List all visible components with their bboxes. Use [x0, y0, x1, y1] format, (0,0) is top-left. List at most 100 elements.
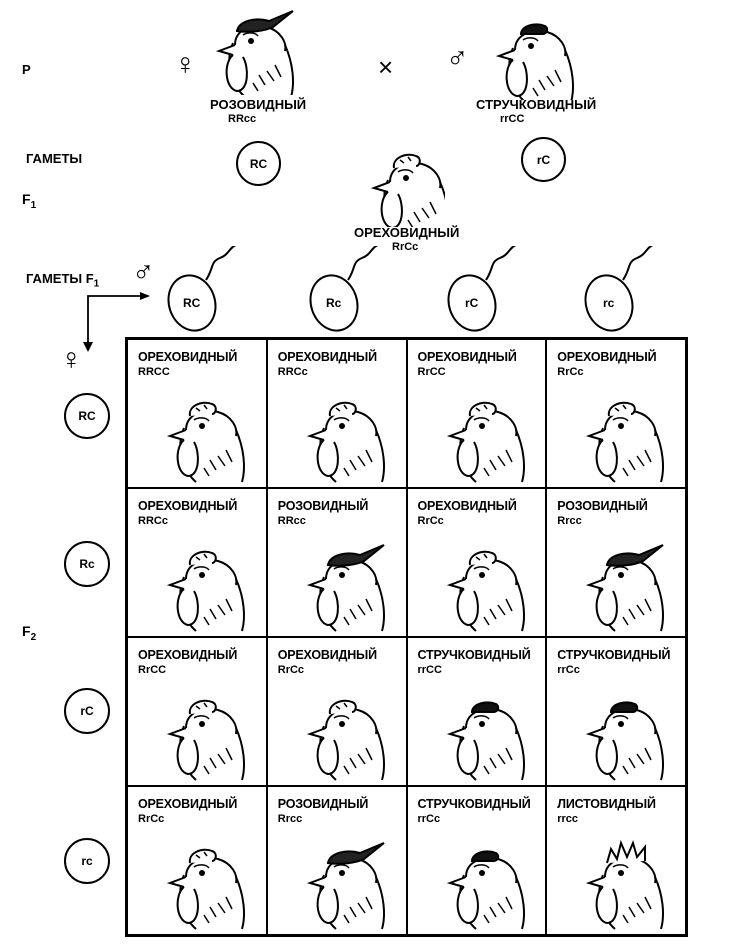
beak	[586, 876, 606, 888]
neck-feathers	[622, 449, 652, 477]
cell-phenotype: ЛИСТОВИДНЫЙ	[557, 797, 656, 811]
head-outline	[185, 707, 238, 735]
wattle	[176, 737, 199, 776]
wattle	[595, 439, 619, 478]
wattle	[456, 886, 479, 925]
comb-texture	[195, 702, 208, 710]
gamete-label: rC	[80, 704, 94, 718]
sperm-label: Rc	[326, 296, 342, 310]
beak	[306, 876, 327, 888]
neck-feathers	[343, 747, 373, 775]
eye	[478, 721, 485, 727]
walnut-comb-chicken-head	[306, 699, 385, 781]
neck-feathers	[482, 896, 513, 924]
eye	[478, 423, 485, 429]
head-outline	[185, 409, 238, 437]
cell-phenotype: РОЗОВИДНЫЙ	[277, 797, 369, 811]
comb-texture	[195, 404, 208, 412]
f1-sperm-3: rC	[440, 246, 548, 338]
eye	[338, 721, 345, 727]
rose-comb-chicken-head	[586, 544, 665, 632]
wattle	[316, 737, 339, 776]
sperm-label: RC	[183, 296, 201, 310]
wattle	[176, 588, 199, 627]
walnut-comb	[188, 848, 217, 864]
wattle	[225, 54, 248, 93]
walnut-comb-chicken-head	[586, 401, 665, 483]
row-label-f2: F2	[22, 623, 37, 643]
comb-texture	[195, 553, 208, 561]
f1-sperm-1: RC	[160, 246, 268, 338]
female-gamete-2: Rc	[64, 541, 110, 587]
eye	[618, 870, 625, 876]
walnut-comb	[328, 401, 357, 417]
head-outline	[464, 558, 517, 586]
parent-rose-hen-head	[215, 10, 294, 95]
eye	[618, 572, 625, 578]
cell-phenotype: ОРЕХОВИДНЫЙ	[138, 499, 238, 513]
beak	[586, 578, 606, 590]
parent-female-phenotype: РОЗОВИДНЫЙ	[210, 97, 307, 112]
brow	[242, 32, 259, 37]
punnett-cell: СТРУЧКОВИДНЫЙ rrCc	[546, 637, 686, 786]
rose-comb-chicken-head	[306, 544, 385, 632]
neck-feathers	[532, 69, 562, 97]
gamete-label: RC	[249, 156, 268, 171]
beak	[306, 727, 327, 739]
brow	[473, 417, 490, 422]
neck-feathers	[203, 449, 233, 477]
sperm-label: rc	[603, 296, 615, 310]
comb-texture	[399, 156, 412, 164]
wattle	[505, 59, 528, 98]
neck-feathers	[252, 64, 282, 92]
sperm-label: rC	[465, 296, 479, 310]
rose-comb-chicken-head	[306, 842, 385, 930]
beak	[446, 876, 466, 888]
beak	[166, 578, 187, 590]
cell-genotype: rrCC	[417, 664, 442, 676]
cell-phenotype: ОРЕХОВИДНЫЙ	[138, 797, 238, 811]
cell-genotype: Rrcc	[557, 515, 582, 527]
pea-comb-chicken-head	[446, 701, 525, 781]
brow	[473, 715, 490, 720]
cell-genotype: RRCC	[138, 366, 170, 378]
walnut-comb-chicken-head	[166, 699, 245, 781]
walnut-comb	[188, 550, 217, 566]
cell-phenotype: ОРЕХОВИДНЫЙ	[277, 648, 377, 662]
wattle	[316, 439, 339, 478]
walnut-comb	[468, 401, 497, 417]
cell-genotype: rrCc	[557, 664, 580, 676]
neck-feathers	[203, 598, 233, 626]
rose-comb	[606, 544, 664, 567]
comb-texture	[475, 404, 488, 412]
walnut-comb	[188, 401, 217, 417]
brow	[473, 864, 490, 869]
f1-sperm-2: Rc	[302, 246, 410, 338]
neck-feathers	[482, 598, 513, 626]
beak	[586, 727, 606, 739]
cell-phenotype: СТРУЧКОВИДНЫЙ	[557, 648, 671, 662]
beak	[586, 429, 606, 441]
wattle	[176, 886, 199, 925]
parent-gamete-male: rC	[521, 137, 566, 182]
gametes-label: ГАМЕТЫ	[26, 151, 83, 166]
neck-feathers	[343, 449, 373, 477]
parent-pea-rooster-head	[495, 23, 574, 100]
f1-female-symbol: ♀	[60, 343, 83, 376]
brow	[193, 864, 210, 869]
beak	[166, 876, 187, 888]
head-outline	[185, 558, 238, 586]
arrow-to-female-gametes	[83, 292, 150, 352]
wattle	[456, 439, 479, 478]
comb-texture	[614, 404, 627, 412]
brow	[612, 715, 629, 720]
wattle	[595, 737, 619, 776]
cell-phenotype: РОЗОВИДНЫЙ	[277, 499, 369, 513]
beak	[446, 578, 466, 590]
brow	[193, 417, 210, 422]
walnut-comb	[328, 699, 357, 715]
female-symbol: ♀	[174, 48, 197, 81]
